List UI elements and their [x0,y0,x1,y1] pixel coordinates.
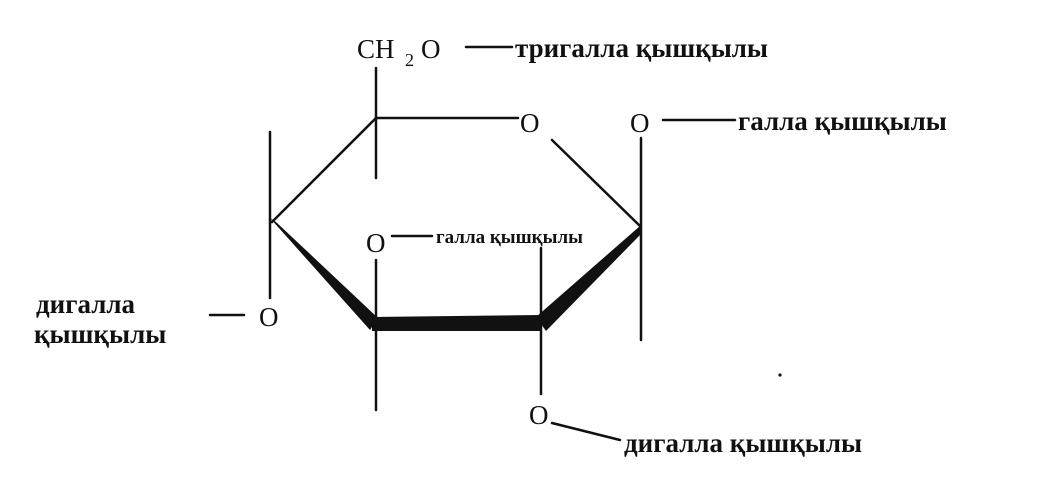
inner-oxygen-label: O [366,228,386,258]
ring-oxygen-label: O [520,108,540,138]
left-oxygen-label: O [259,302,279,332]
c2-c1-wedge-bond [536,226,642,331]
c3-c2-bold-bond [372,315,542,331]
ch2o-subscript: 2 [405,50,414,70]
digalla-left-label-line1: дигалла [36,289,136,319]
bottom-oxygen-label: O [529,400,549,430]
ch2o-o-label: O [421,34,441,64]
galla-inner-label: галла қышқылы [436,227,583,248]
c5-c4-bond [270,116,378,224]
trigalla-label: тригалла қышқылы [515,33,768,63]
digalla-bottom-label: дигалла қышқылы [624,428,862,458]
c4-c3-wedge-bond [270,218,378,330]
galla-right-label: галла қышқылы [738,106,947,136]
digalla-left-label-line2: қышқылы [34,319,166,349]
digalla-bottom-bond [550,421,622,442]
right-oxygen-label: O [630,108,650,138]
ch2o-c-label: CH [357,34,395,64]
stray-dot [778,373,782,377]
ring-o-c1-bond [550,138,642,228]
